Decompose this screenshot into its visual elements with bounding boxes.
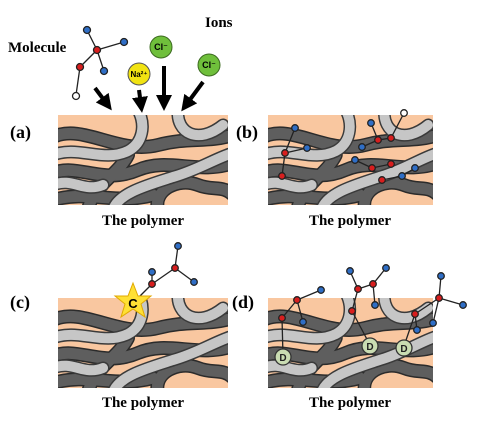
molecule-label: Molecule (8, 40, 67, 56)
diffused-molecules (278, 109, 419, 184)
svg-text:D: D (366, 342, 373, 353)
sodium-ion: Na²⁺ (127, 62, 151, 86)
crosslink-star: C (113, 281, 153, 319)
degradation-site-3: D (395, 339, 413, 357)
degradation-site-2: D (361, 337, 379, 355)
polymer-block-a (53, 110, 233, 210)
panel-label-b: (b) (236, 122, 258, 143)
degradation-site-1: D (274, 348, 292, 366)
free-molecule (71, 25, 129, 101)
svg-text:D: D (279, 353, 286, 364)
panel-label-a: (a) (10, 122, 31, 143)
panel-label-c: (c) (10, 292, 30, 313)
panel-d: (d) (232, 264, 467, 411)
panel-label-d: (d) (232, 292, 254, 313)
chloride-ion-2: Cl⁻ (197, 53, 221, 77)
svg-text:Cl⁻: Cl⁻ (154, 42, 168, 52)
svg-text:C: C (128, 296, 138, 311)
polymer-caption-a: The polymer (102, 213, 184, 229)
chloride-ion-1: Cl⁻ (149, 35, 173, 59)
svg-text:Cl⁻: Cl⁻ (202, 60, 216, 70)
panel-a: Molecule Ions Na²⁺ Cl⁻ Cl⁻ (8, 15, 233, 229)
polymer-caption-d: The polymer (309, 395, 391, 411)
polymer-caption-c: The polymer (102, 395, 184, 411)
panel-c: (c) C The polymer (10, 242, 233, 411)
ions-label: Ions (205, 15, 233, 31)
svg-text:Na²⁺: Na²⁺ (130, 70, 147, 79)
polymer-caption-b: The polymer (309, 213, 391, 229)
attack-arrows (93, 66, 205, 113)
svg-text:D: D (400, 344, 407, 355)
degradation-sites: D D D (274, 337, 413, 366)
grafted-molecule (132, 242, 198, 304)
polymer-block-c (53, 293, 233, 393)
panel-b: (b) (236, 109, 438, 229)
polymer-block-b (263, 110, 438, 210)
